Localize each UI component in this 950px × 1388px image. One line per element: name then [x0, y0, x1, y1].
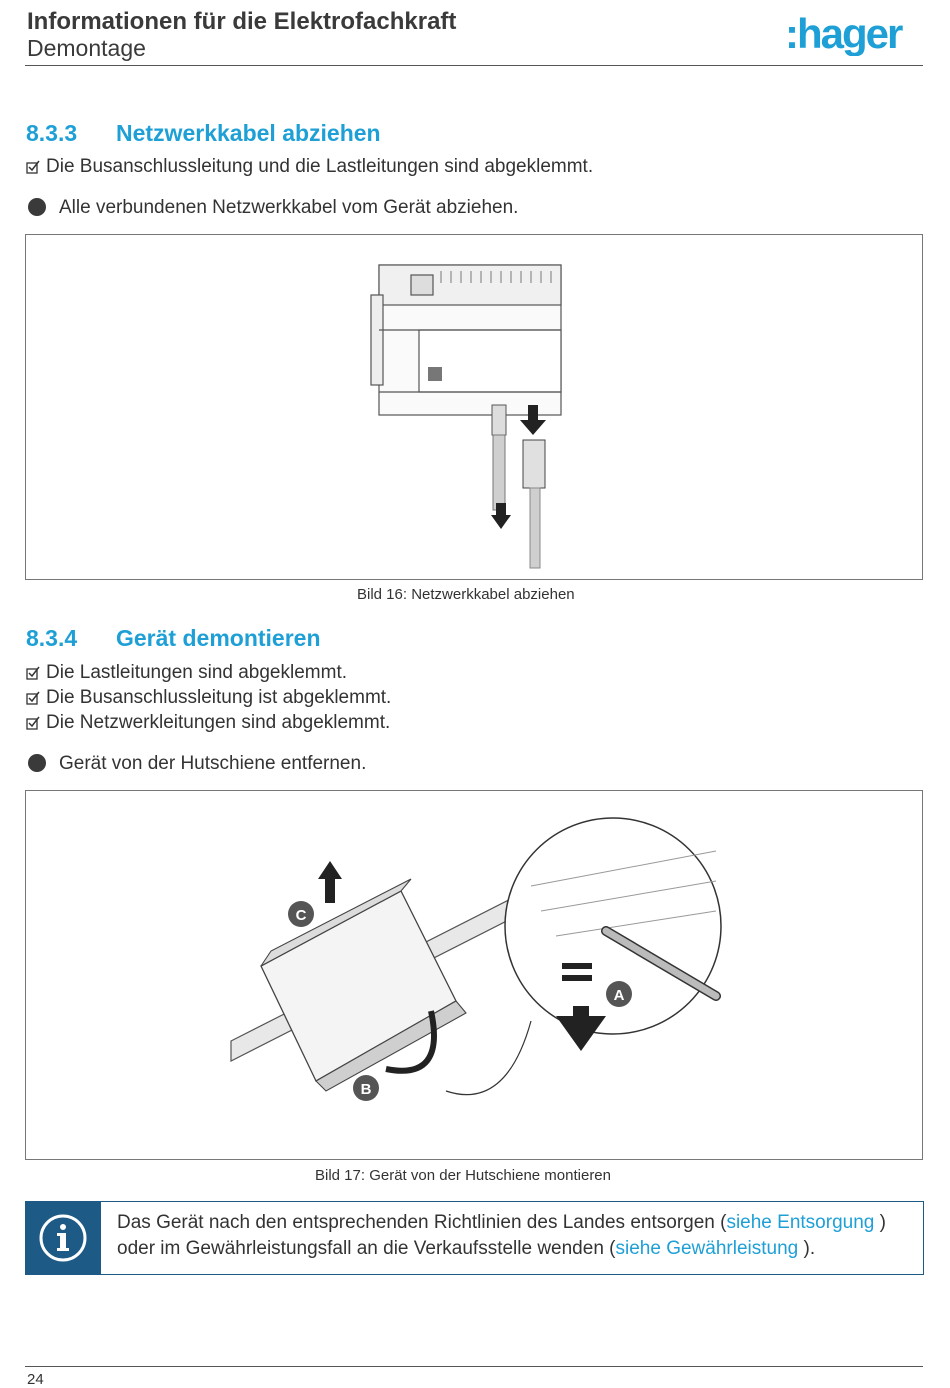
label-badge-a — [606, 981, 632, 1007]
step-text: Alle verbundenen Netzwerkkabel vom Gerät… — [59, 197, 519, 218]
precondition-item: Die Netzwerkleitungen sind abgeklemmt. — [26, 712, 390, 734]
precondition-item: Die Busanschlussleitung und die Lastleit… — [26, 156, 593, 178]
figure-caption: Bild 17: Gerät von der Hutschiene montie… — [315, 1167, 611, 1184]
info-icon-panel — [26, 1202, 101, 1274]
info-text: Das Gerät nach den entsprechenden Richtl… — [117, 1210, 917, 1262]
link-entsorgung[interactable]: siehe Entsorgung — [726, 1212, 875, 1233]
figure-label: B — [361, 1081, 372, 1098]
section-title: Netzwerkkabel abziehen — [116, 120, 381, 146]
arrow-down-icon — [556, 1006, 606, 1051]
info-text-part: ) — [874, 1212, 886, 1233]
section-title: Gerät demontieren — [116, 625, 321, 651]
checkbox-checked-icon — [26, 666, 40, 680]
info-text-part: oder im Gewährleistungsfall an die Verka… — [117, 1238, 616, 1259]
precondition-text: Die Lastleitungen sind abgeklemmt. — [46, 662, 348, 683]
figure-din-rail-removal: C A B — [25, 790, 923, 1160]
step-bullet — [28, 198, 46, 216]
step-bullet — [28, 754, 46, 772]
footer-divider — [25, 1366, 923, 1367]
step-text: Gerät von der Hutschiene entfernen. — [59, 753, 367, 774]
header-divider — [25, 65, 923, 66]
header-title: Informationen für die Elektrofachkraft — [27, 8, 457, 35]
hager-logo: :hager — [785, 10, 905, 56]
label-badge-b — [353, 1075, 379, 1101]
rotate-arrow-icon — [385, 1010, 437, 1074]
arrow-up-icon — [318, 861, 342, 903]
page-number: 24 — [27, 1371, 44, 1388]
link-gewaehrleistung[interactable]: siehe Gewährleistung — [615, 1238, 799, 1259]
device-illustration — [370, 264, 562, 569]
section-number: 8.3.3 — [26, 120, 78, 146]
precondition-item: Die Lastleitungen sind abgeklemmt. — [26, 662, 347, 684]
header-subtitle: Demontage — [27, 35, 146, 61]
figure-caption: Bild 16: Netzwerkkabel abziehen — [357, 586, 575, 603]
checkbox-checked-icon — [26, 160, 40, 174]
checkbox-checked-icon — [26, 716, 40, 730]
figure-label: C — [296, 907, 307, 924]
label-badge-c — [288, 901, 314, 927]
precondition-item: Die Busanschlussleitung ist abgeklemmt. — [26, 687, 391, 709]
info-text-part: Das Gerät nach den entsprechenden Richtl… — [117, 1212, 727, 1233]
info-box: Das Gerät nach den entsprechenden Richtl… — [25, 1201, 924, 1275]
checkbox-checked-icon — [26, 691, 40, 705]
precondition-text: Die Busanschlussleitung und die Lastleit… — [46, 156, 594, 177]
arrow-down-icon — [491, 503, 511, 529]
info-icon — [39, 1214, 87, 1262]
svg-text::hager: :hager — [785, 10, 903, 56]
section-number: 8.3.4 — [26, 625, 78, 651]
figure-network-cable — [25, 234, 923, 580]
precondition-text: Die Netzwerkleitungen sind abgeklemmt. — [46, 712, 391, 733]
figure-label: A — [614, 987, 625, 1004]
arrow-down-icon — [520, 405, 546, 435]
precondition-text: Die Busanschlussleitung ist abgeklemmt. — [46, 687, 392, 708]
qr-code-icon — [428, 367, 442, 381]
info-text-part: ). — [798, 1238, 816, 1259]
din-rail-illustration: C A B — [230, 817, 722, 1101]
